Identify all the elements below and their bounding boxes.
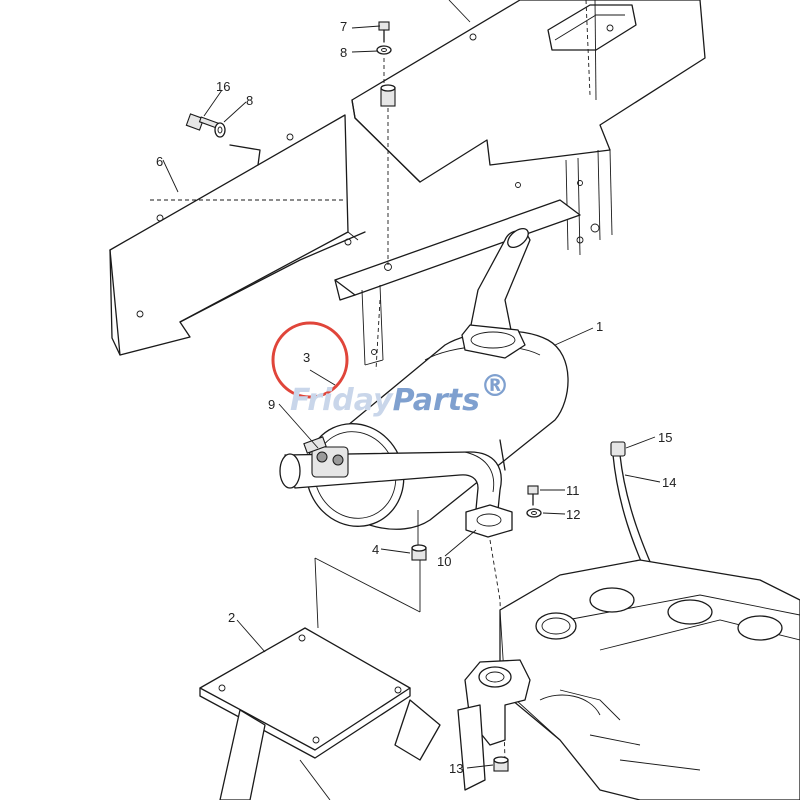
muffler-body xyxy=(305,330,569,530)
callout-1: 1 xyxy=(596,319,603,334)
muffler-bracket xyxy=(334,199,581,371)
callout-6: 6 xyxy=(156,154,163,169)
exhaust-outlet-pipe xyxy=(461,227,531,359)
watermark-part2: Parts xyxy=(393,383,480,418)
callout-13: 13 xyxy=(449,761,463,776)
callout-14: 14 xyxy=(662,475,676,490)
flange-gasket-10 xyxy=(465,504,513,538)
washer-8-left xyxy=(214,122,226,138)
bolt-axis-line xyxy=(383,58,389,265)
spacer-collar xyxy=(380,84,396,107)
callout-2: 2 xyxy=(228,610,235,625)
nut-13 xyxy=(493,756,509,772)
watermark: FridayParts® xyxy=(290,369,510,418)
callout-12: 12 xyxy=(566,507,580,522)
base-plate-2 xyxy=(199,557,441,801)
watermark-part1: Friday xyxy=(290,383,394,418)
pipe-clamp-9 xyxy=(303,436,349,478)
watermark-registered: ® xyxy=(480,369,510,404)
engine-block xyxy=(499,559,800,801)
nut-4 xyxy=(411,510,427,561)
callout-4: 4 xyxy=(372,542,379,557)
callout-10: 10 xyxy=(437,554,451,569)
callout-3: 3 xyxy=(303,350,310,365)
bolt-16 xyxy=(185,113,219,131)
callout-7: 7 xyxy=(340,19,347,34)
heat-shield-panel xyxy=(109,114,366,356)
leader-lines xyxy=(162,0,661,769)
callout-11: 11 xyxy=(566,483,580,498)
callout-16: 16 xyxy=(216,79,230,94)
highlight-circle xyxy=(271,321,349,399)
bolt-7 xyxy=(378,21,390,43)
callout-15: 15 xyxy=(658,430,672,445)
callout-9: 9 xyxy=(268,397,275,412)
washer-12 xyxy=(526,508,542,518)
bolt-11 xyxy=(527,485,539,506)
exhaust-manifold xyxy=(457,659,531,791)
callout-8-top: 8 xyxy=(340,45,347,60)
callout-8-left: 8 xyxy=(246,93,253,108)
washer-8-top xyxy=(376,45,392,55)
hose-fitting-15 xyxy=(610,441,626,457)
